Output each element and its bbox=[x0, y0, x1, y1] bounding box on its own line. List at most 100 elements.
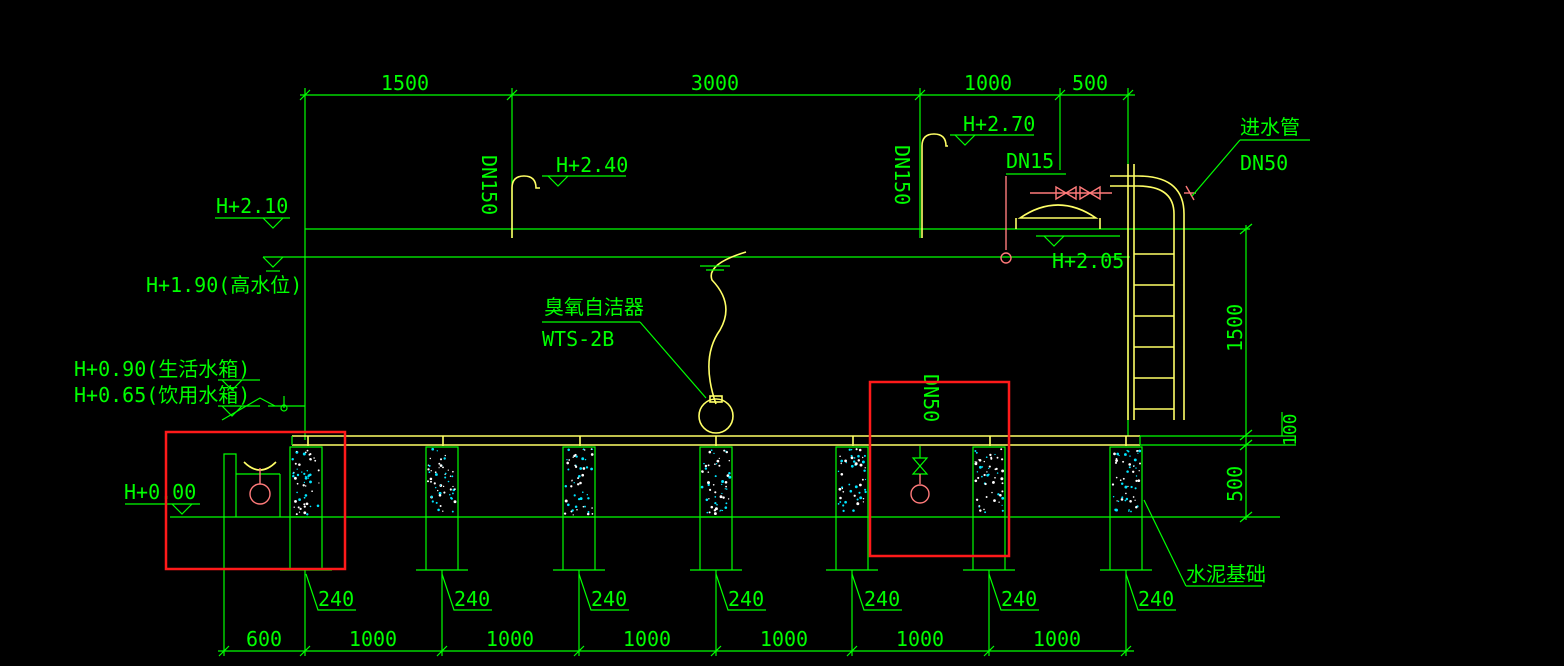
aggregate-dot bbox=[573, 482, 575, 484]
aggregate-dot bbox=[1118, 454, 1120, 457]
aggregate-dot bbox=[857, 459, 861, 462]
aggregate-dot bbox=[850, 456, 854, 460]
top-dimension-line: 1500 3000 1000 500 bbox=[299, 71, 1135, 440]
aggregate-dot bbox=[568, 459, 571, 461]
aggregate-dot bbox=[862, 456, 864, 459]
aggregate-dot bbox=[728, 471, 731, 475]
aggregate-dot bbox=[1135, 475, 1138, 477]
aggregate-dot bbox=[308, 453, 311, 456]
aggregate-dot bbox=[443, 491, 446, 494]
aggregate-dot bbox=[586, 494, 588, 496]
aggregate-dot bbox=[1125, 492, 1127, 495]
aggregate-dot bbox=[452, 485, 454, 488]
aggregate-dot bbox=[442, 485, 445, 488]
aggregate-dot bbox=[981, 475, 983, 478]
aggregate-dot bbox=[983, 473, 986, 477]
aggregate-dot bbox=[442, 510, 444, 512]
aggregate-dot bbox=[1122, 477, 1125, 480]
aggregate-dot bbox=[303, 505, 306, 508]
aggregate-dot bbox=[724, 488, 726, 490]
aggregate-dot bbox=[839, 455, 841, 457]
aggregate-dot bbox=[428, 471, 431, 474]
aggregate-dot bbox=[587, 511, 590, 513]
aggregate-dot bbox=[579, 497, 583, 501]
svg-text:1000: 1000 bbox=[623, 627, 671, 651]
aggregate-dot bbox=[848, 448, 851, 451]
svg-text:1000: 1000 bbox=[486, 627, 534, 651]
aggregate-dot bbox=[853, 457, 856, 459]
aggregate-dot bbox=[430, 470, 432, 472]
aggregate-dot bbox=[306, 513, 309, 516]
aggregate-dot bbox=[857, 454, 860, 458]
aggregate-dot bbox=[1139, 462, 1141, 465]
aggregate-dot bbox=[855, 448, 858, 451]
aggregate-dot bbox=[976, 471, 979, 473]
ozone-sterilizer: 臭氧自洁器 WTS-2B bbox=[542, 251, 747, 434]
aggregate-dot bbox=[981, 466, 984, 468]
aggregate-dot bbox=[577, 497, 581, 501]
aggregate-dot bbox=[707, 481, 710, 485]
aggregate-dot bbox=[317, 469, 320, 472]
svg-text:H+0.65(饮用水箱): H+0.65(饮用水箱) bbox=[74, 383, 250, 407]
aggregate-dot bbox=[707, 483, 710, 487]
aggregate-dot bbox=[1001, 496, 1005, 500]
aggregate-dot bbox=[444, 454, 446, 457]
aggregate-dot bbox=[582, 448, 585, 450]
aggregate-dot bbox=[1125, 497, 1129, 501]
aggregate-dot bbox=[579, 481, 582, 485]
aggregate-dot bbox=[1128, 466, 1131, 469]
pier-aggregate-dots bbox=[291, 447, 1142, 516]
aggregate-dot bbox=[1001, 504, 1003, 506]
aggregate-dot bbox=[1111, 483, 1115, 486]
aggregate-dot bbox=[974, 461, 976, 463]
aggregate-dot bbox=[579, 467, 583, 470]
aggregate-dot bbox=[303, 503, 306, 506]
aggregate-dot bbox=[1129, 500, 1132, 503]
aggregate-dot bbox=[725, 450, 727, 452]
aggregate-dot bbox=[721, 483, 723, 486]
highlight-box-left bbox=[164, 430, 347, 571]
aggregate-dot bbox=[439, 458, 443, 461]
aggregate-dot bbox=[862, 497, 865, 500]
aggregate-dot bbox=[447, 469, 449, 471]
bottom-dimension-line: 600 1000 1000 1000 1000 1000 1000 bbox=[218, 517, 1134, 657]
aggregate-dot bbox=[989, 453, 992, 457]
aggregate-dot bbox=[296, 450, 298, 453]
aggregate-dot bbox=[837, 503, 840, 505]
aggregate-dot bbox=[444, 476, 447, 479]
aggregate-dot bbox=[586, 512, 590, 516]
svg-text:240: 240 bbox=[454, 587, 490, 611]
aggregate-dot bbox=[844, 459, 847, 463]
aggregate-dot bbox=[311, 490, 313, 493]
svg-text:1000: 1000 bbox=[760, 627, 808, 651]
aggregate-dot bbox=[577, 474, 581, 478]
aggregate-dot bbox=[997, 493, 1000, 496]
aggregate-dot bbox=[572, 514, 574, 516]
svg-text:240: 240 bbox=[591, 587, 627, 611]
aggregate-dot bbox=[1127, 485, 1129, 488]
aggregate-dot bbox=[704, 467, 708, 470]
aggregate-dot bbox=[996, 456, 999, 459]
aggregate-dot bbox=[1124, 499, 1127, 502]
overflow-outlet bbox=[268, 396, 305, 412]
svg-text:240: 240 bbox=[864, 587, 900, 611]
aggregate-dot bbox=[567, 468, 570, 471]
aggregate-dot bbox=[453, 500, 457, 504]
aggregate-dot bbox=[727, 498, 730, 500]
aggregate-dot bbox=[302, 452, 306, 456]
aggregate-dot bbox=[570, 485, 573, 488]
aggregate-dot bbox=[581, 473, 585, 477]
aggregate-dot bbox=[703, 462, 705, 465]
aggregate-dot bbox=[988, 467, 990, 470]
aggregate-dot bbox=[845, 461, 847, 464]
aggregate-dot bbox=[576, 483, 580, 486]
aggregate-dot bbox=[451, 510, 454, 513]
aggregate-dot bbox=[1115, 476, 1118, 479]
aggregate-dot bbox=[716, 503, 718, 506]
aggregate-dot bbox=[714, 491, 717, 494]
elevation-h190: H+1.90(高水位) bbox=[146, 256, 302, 297]
aggregate-dot bbox=[720, 509, 722, 512]
aggregate-dot bbox=[306, 449, 309, 452]
aggregate-dot bbox=[454, 488, 456, 491]
aggregate-dot bbox=[303, 496, 306, 499]
